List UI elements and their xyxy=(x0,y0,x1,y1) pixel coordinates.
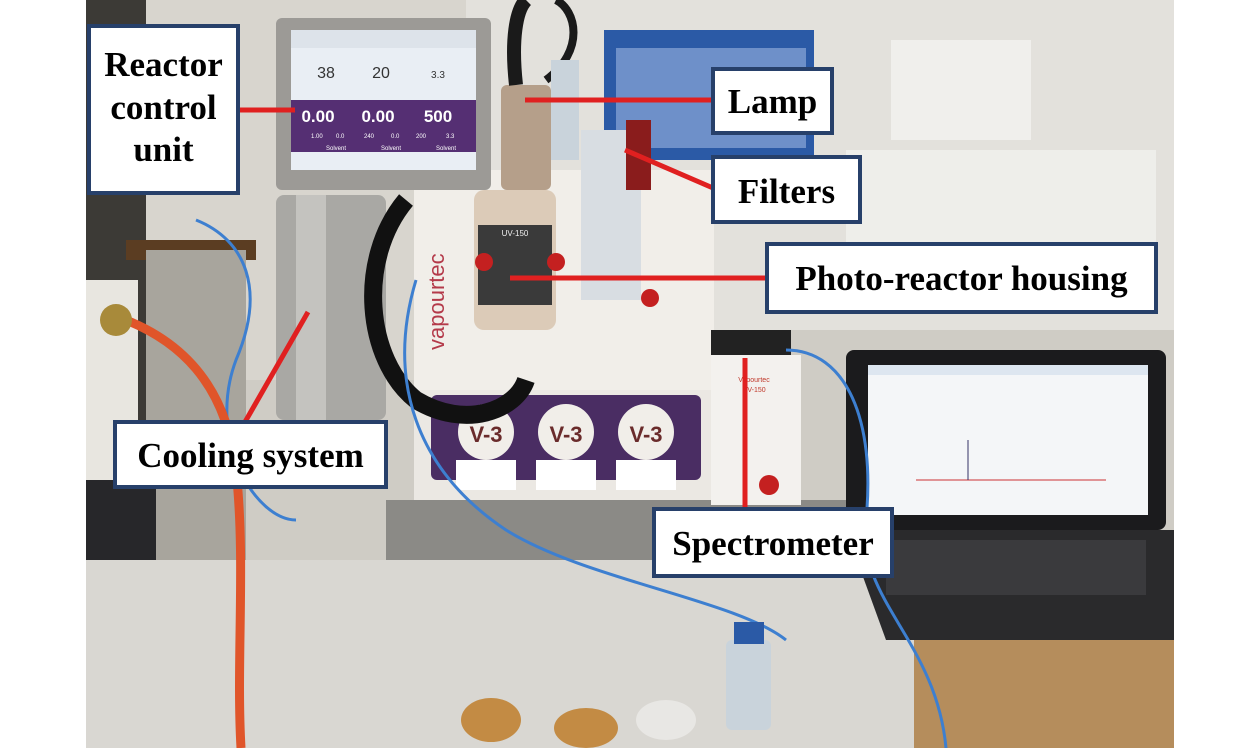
screen-big-value-1: 0.00 xyxy=(301,107,334,126)
lab-photo-scene: V-3 V-3 V-3 vapourtec UV-150 Vapourtec U… xyxy=(86,0,1174,748)
screen-small-value-3: 240 xyxy=(364,134,375,140)
screen-small-value-2: 0.0 xyxy=(336,134,345,140)
screen-big-value-2: 0.00 xyxy=(361,107,394,126)
screen-button-2: Solvent xyxy=(381,146,401,152)
screen-small-value-4: 0.0 xyxy=(391,134,400,140)
label-filters: Filters xyxy=(711,155,862,224)
label-reactor-line2: control xyxy=(110,87,217,127)
label-spectrometer: Spectrometer xyxy=(652,507,894,578)
screen-big-value-3: 500 xyxy=(424,107,452,126)
label-cooling-system: Cooling system xyxy=(113,420,388,489)
reactor-ring-text: UV-150 xyxy=(502,229,529,238)
pump-label-1: V-3 xyxy=(469,422,502,447)
brand-text: vapourtec xyxy=(424,253,449,350)
label-photo-reactor-housing: Photo-reactor housing xyxy=(765,242,1158,314)
screen-button-1: Solvent xyxy=(326,146,346,152)
screen-value-1: 38 xyxy=(317,65,335,82)
label-reactor-control-unit: Reactor control unit xyxy=(87,24,240,195)
screen-small-value-5: 200 xyxy=(416,134,427,140)
screen-value-2: 20 xyxy=(372,65,390,82)
screen-value-3: 3.3 xyxy=(431,70,445,81)
spectrometer-unit-line1: Vapourtec xyxy=(738,377,770,384)
screen-small-value-6: 3.3 xyxy=(446,134,455,140)
label-reactor-line3: unit xyxy=(133,130,194,170)
lab-photo: V-3 V-3 V-3 vapourtec UV-150 Vapourtec U… xyxy=(86,0,1174,748)
screen-small-value-1: 1.00 xyxy=(311,134,323,140)
spectrometer-unit-line2: UV-150 xyxy=(742,387,765,394)
label-lamp: Lamp xyxy=(711,67,834,135)
screen-button-3: Solvent xyxy=(436,146,456,152)
pump-label-2: V-3 xyxy=(549,422,582,447)
label-reactor-line1: Reactor xyxy=(104,45,223,84)
pump-label-3: V-3 xyxy=(629,422,662,447)
